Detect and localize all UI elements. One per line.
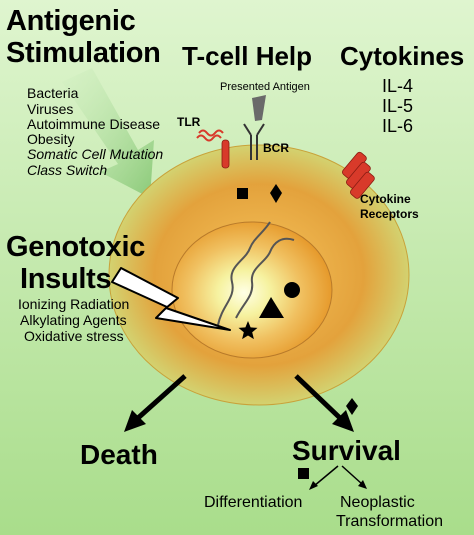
antigen-stimulation-arrow [62,68,154,198]
cytokines-title: Cytokines [340,41,465,71]
death-arrow [124,374,187,432]
survival-label: Survival [292,435,401,466]
survival-arrow [294,374,354,432]
genotoxic-item: Alkylating Agents [20,312,127,328]
differentiation-arrow [309,465,339,490]
neoplastic-label: Neoplastic [340,494,415,511]
dna-strand [235,237,295,319]
bcr-label: BCR [263,141,289,155]
triangle-marker [259,297,284,318]
transformation-label: Transformation [336,513,443,530]
cytokine-receptors-label: Receptors [360,207,419,221]
tlr-receptor [196,129,230,169]
tlr-label: TLR [177,115,201,129]
antigen-item: Autoimmune Disease [27,116,161,132]
square-marker [237,188,248,199]
genotoxic-subtitle: Insults [20,263,112,295]
differentiation-label: Differentiation [204,494,303,511]
diamond-marker [270,184,282,203]
lightning-bolt-icon [111,267,231,331]
antigenic-subtitle: Stimulation [6,37,161,69]
differentiation-square-marker [298,468,309,479]
death-label: Death [80,439,158,470]
cytokine-item: IL-6 [382,116,414,136]
survival-diamond-marker [346,398,358,415]
antigen-item: Viruses [27,101,74,117]
antigen-item: Bacteria [27,85,79,101]
cytokine-receptor-icon [341,151,375,199]
circle-marker [284,282,300,298]
dna-strand [217,221,271,326]
presented-antigen-label: Presented Antigen [220,81,310,93]
antigen-item: Class Switch [27,162,108,178]
genotoxic-item: Ionizing Radiation [18,296,130,312]
presented-antigen-icon [252,95,266,121]
bcr-receptor [243,123,265,160]
tcell-help-title: T-cell Help [182,41,313,71]
genotoxic-item: Oxidative stress [24,328,124,344]
neoplastic-arrow [341,465,367,489]
antigen-item: Obesity [27,131,75,147]
cytokine-item: IL-4 [382,76,414,96]
antigenic-title: Antigenic [6,5,136,37]
genotoxic-title: Genotoxic [6,231,146,263]
cytokine-item: IL-5 [382,96,414,116]
cytokine-receptors-label: Cytokine [360,192,411,206]
star-marker [238,321,258,340]
antigen-item: Somatic Cell Mutation [27,146,164,162]
